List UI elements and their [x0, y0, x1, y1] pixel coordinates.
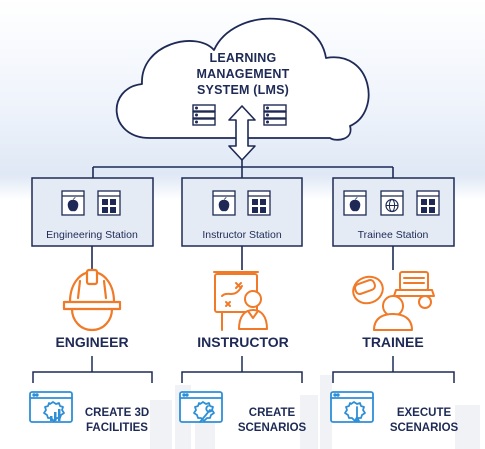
windows-window-icon: [247, 190, 271, 216]
windows-window-icon: [416, 190, 440, 216]
server-icon: [192, 104, 216, 126]
execute-scenarios-line1: EXECUTE: [397, 407, 452, 419]
trainee-station-box: Trainee Station: [332, 177, 455, 247]
trainee-label: TRAINEE: [362, 334, 423, 350]
create-scenarios-line2: SCENARIOS: [238, 422, 307, 434]
web-browser-window-icon: [380, 190, 404, 216]
engineer-label: ENGINEER: [55, 334, 128, 350]
apple-window-icon: [212, 190, 236, 216]
engineer-hardhat-icon: [62, 268, 122, 332]
create-3d-facilities-line2: FACILITIES: [86, 422, 148, 434]
engineering-station-label: Engineering Station: [46, 229, 138, 241]
create-scenarios-line1: CREATE: [249, 407, 296, 419]
station-connectors: [92, 160, 394, 178]
create-3d-facilities-line1: CREATE 3D: [85, 407, 149, 419]
role-connectors: [91, 246, 394, 270]
pen-gear-window-icon: [330, 391, 374, 423]
wrench-gear-window-icon: [179, 391, 223, 423]
engineering-station-box: Engineering Station: [31, 177, 154, 247]
apple-window-icon: [343, 190, 367, 216]
instructor-station-label: Instructor Station: [202, 229, 282, 241]
instructor-board-icon: [213, 271, 268, 331]
lms-cloud: [115, 17, 370, 141]
server-icon: [263, 104, 287, 126]
instructor-label: INSTRUCTOR: [197, 334, 289, 350]
trainee-station-label: Trainee Station: [358, 229, 429, 241]
cloud-title-line3: SYSTEM (LMS): [197, 83, 289, 97]
cloud-title-line2: MANAGEMENT: [197, 67, 290, 81]
instructor-station-box: Instructor Station: [181, 177, 303, 247]
cloud-title-line1: LEARNING: [210, 51, 277, 65]
windows-window-icon: [97, 190, 121, 216]
apple-window-icon: [61, 190, 85, 216]
trainee-vr-icon: [352, 271, 435, 331]
execute-scenarios-line2: SCENARIOS: [390, 422, 459, 434]
activity-connectors: [32, 356, 455, 383]
chart-gear-window-icon: [29, 391, 73, 423]
skyline-background: [150, 375, 480, 449]
